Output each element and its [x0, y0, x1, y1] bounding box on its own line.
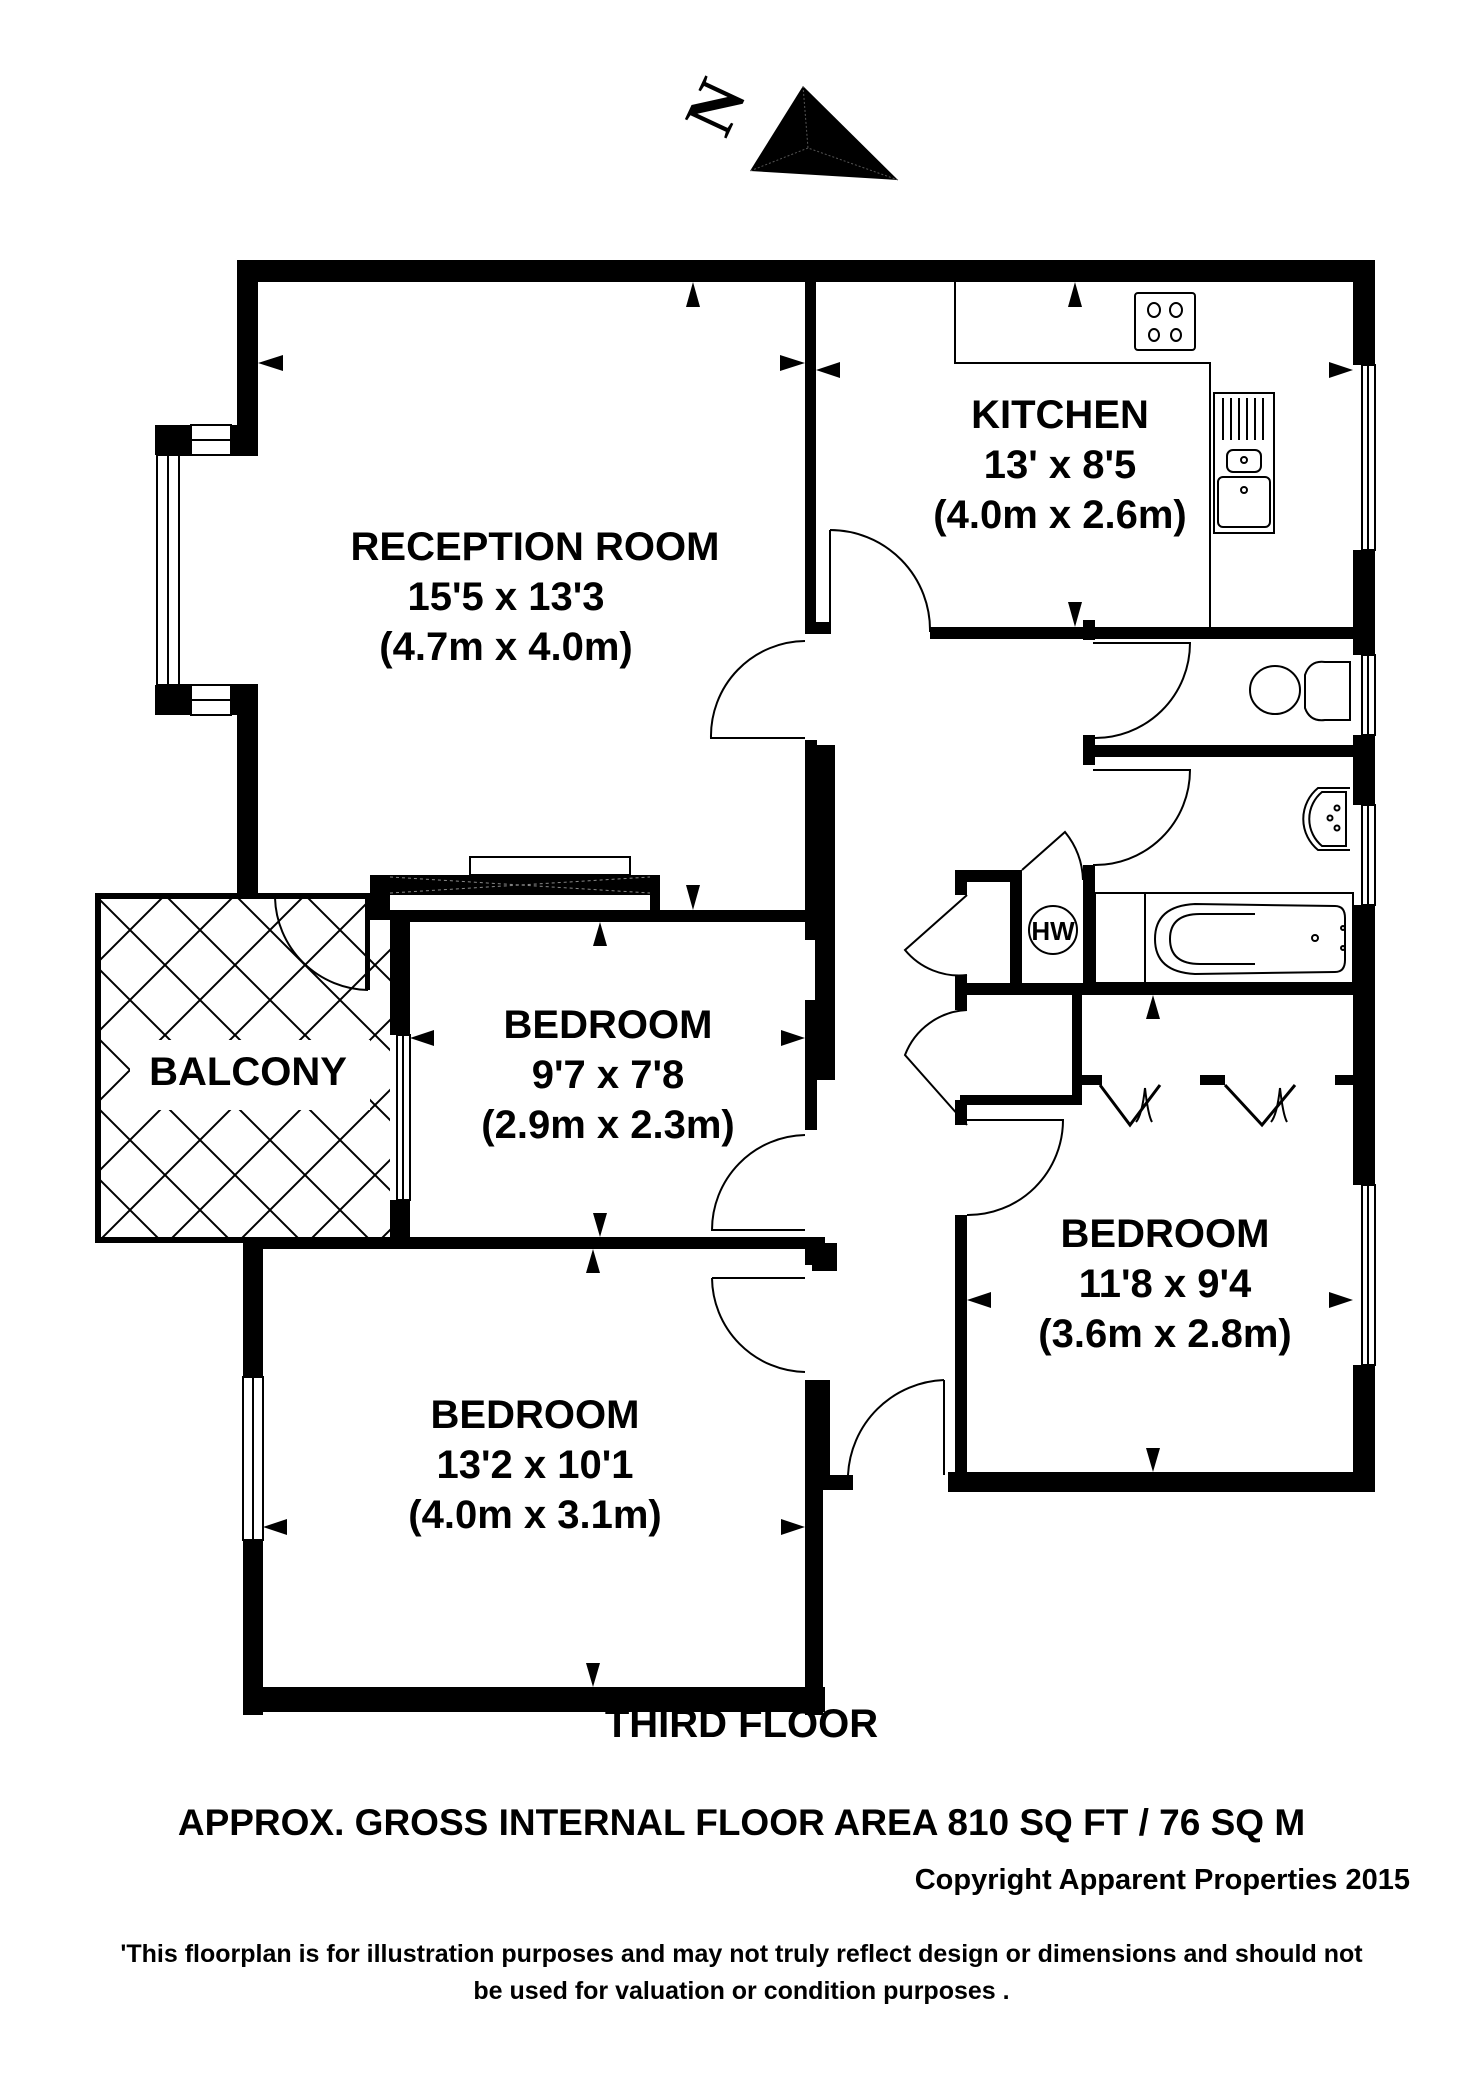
room-name: BEDROOM: [504, 1003, 713, 1047]
room-dimensions-imperial: 9'7 x 7'8: [532, 1053, 684, 1097]
kitchen-counter: [954, 282, 1211, 627]
hob-icon: [1134, 292, 1196, 351]
room-dimensions-metric: (3.6m x 2.8m): [1038, 1312, 1291, 1356]
balcony-door-icon: [274, 897, 370, 991]
room-dimensions-metric: (4.0m x 3.1m): [408, 1493, 661, 1537]
walls: [95, 260, 1375, 1715]
room-balcony: BALCONY: [149, 1050, 347, 1094]
room-dimensions-imperial: 13' x 8'5: [984, 443, 1136, 487]
room-dimensions-imperial: 11'8 x 9'4: [1079, 1262, 1252, 1306]
room-name: BALCONY: [149, 1050, 347, 1094]
disclaimer-line-1: 'This floorplan is for illustration purp…: [120, 1940, 1363, 1968]
north-arrow-icon: N: [671, 68, 899, 181]
room-dimensions-imperial: 15'5 x 13'3: [408, 575, 605, 619]
room-name: BEDROOM: [1061, 1212, 1270, 1256]
windows: [156, 364, 1376, 1541]
room-bedroom-bottom: BEDROOM 13'2 x 10'1 (4.0m x 3.1m): [408, 1393, 661, 1537]
room-name: BEDROOM: [431, 1393, 640, 1437]
basin-icon: [1302, 787, 1350, 851]
measurement-markers: [258, 282, 1353, 1687]
hot-water-cylinder-icon: HW: [1028, 905, 1078, 955]
hw-label: HW: [1031, 916, 1075, 946]
room-kitchen: KITCHEN 13' x 8'5 (4.0m x 2.6m): [933, 393, 1186, 537]
room-bedroom-right: BEDROOM 11'8 x 9'4 (3.6m x 2.8m): [1038, 1212, 1291, 1356]
room-dimensions-imperial: 13'2 x 10'1: [437, 1443, 634, 1487]
room-dimensions-metric: (2.9m x 2.3m): [481, 1103, 734, 1147]
toilet-icon: [1249, 660, 1351, 722]
room-dimensions-metric: (4.7m x 4.0m): [379, 625, 632, 669]
fireplace-icon: [389, 856, 651, 894]
disclaimer-line-2: be used for valuation or condition purpo…: [473, 1977, 1010, 2005]
room-name: RECEPTION ROOM: [351, 525, 720, 569]
compass-letter: N: [671, 68, 762, 146]
floor-area: APPROX. GROSS INTERNAL FLOOR AREA 810 SQ…: [177, 1802, 1306, 1843]
doors: [709, 529, 1297, 1476]
copyright-notice: Copyright Apparent Properties 2015: [914, 1864, 1410, 1896]
room-reception: RECEPTION ROOM 15'5 x 13'3 (4.7m x 4.0m): [351, 525, 720, 669]
bath-icon: [1094, 892, 1354, 984]
floor-name: THIRD FLOOR: [604, 1702, 879, 1746]
sink-icon: [1213, 392, 1275, 534]
room-bedroom-middle: BEDROOM 9'7 x 7'8 (2.9m x 2.3m): [481, 1003, 734, 1147]
room-dimensions-metric: (4.0m x 2.6m): [933, 493, 1186, 537]
room-name: KITCHEN: [971, 393, 1149, 437]
